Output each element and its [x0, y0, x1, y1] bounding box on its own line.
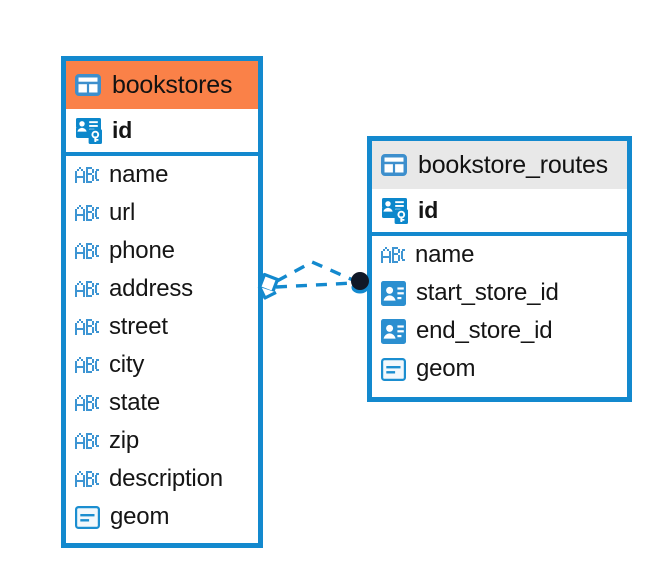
- foreign-key-icon: [381, 280, 406, 306]
- text-type-icon: [381, 247, 405, 263]
- primary-key-icon: [75, 117, 102, 144]
- field-name: address: [109, 275, 193, 302]
- table-icon: [381, 154, 407, 176]
- entity-bookstore-routes[interactable]: bookstore_routes: [367, 136, 632, 402]
- text-type-icon: [75, 243, 99, 259]
- entity-header-bookstores[interactable]: bookstores: [66, 61, 258, 109]
- text-type-icon: [75, 433, 99, 449]
- field-name: geom: [416, 355, 476, 382]
- field-name: geom: [110, 503, 170, 530]
- field-name: city: [109, 351, 145, 378]
- field-name: state: [109, 389, 161, 416]
- entity-title: bookstore_routes: [418, 150, 608, 179]
- entity-header-bookstore-routes[interactable]: bookstore_routes: [372, 141, 627, 189]
- field-row[interactable]: address: [66, 270, 258, 308]
- field-row[interactable]: name: [66, 156, 258, 194]
- field-name: name: [109, 161, 169, 188]
- text-type-icon: [75, 281, 99, 297]
- field-name: end_store_id: [416, 317, 553, 344]
- field-name: id: [112, 117, 133, 143]
- field-name: street: [109, 313, 168, 340]
- primary-key-icon: [381, 197, 408, 224]
- field-list-bookstores: id: [66, 109, 258, 536]
- entity-bookstores[interactable]: bookstores: [61, 56, 263, 548]
- geometry-type-icon: [381, 357, 406, 381]
- field-name: url: [109, 199, 136, 226]
- field-row[interactable]: end_store_id: [372, 312, 627, 350]
- foreign-key-icon: [381, 318, 406, 344]
- entity-title: bookstores: [112, 70, 233, 99]
- relationship-line-upper: [276, 260, 354, 283]
- field-row[interactable]: state: [66, 384, 258, 422]
- field-row[interactable]: description: [66, 460, 258, 498]
- field-name: description: [109, 465, 223, 492]
- field-row[interactable]: url: [66, 194, 258, 232]
- field-row[interactable]: city: [66, 346, 258, 384]
- field-row[interactable]: geom: [372, 350, 627, 388]
- text-type-icon: [75, 357, 99, 373]
- field-name: phone: [109, 237, 175, 264]
- geometry-type-icon: [75, 505, 100, 529]
- field-row[interactable]: id: [66, 109, 258, 156]
- field-list-bookstore-routes: id: [372, 189, 627, 388]
- text-type-icon: [75, 395, 99, 411]
- text-type-icon: [75, 205, 99, 221]
- field-name: start_store_id: [416, 279, 559, 306]
- field-row[interactable]: phone: [66, 232, 258, 270]
- field-row[interactable]: street: [66, 308, 258, 346]
- text-type-icon: [75, 319, 99, 335]
- field-row[interactable]: zip: [66, 422, 258, 460]
- field-row[interactable]: start_store_id: [372, 274, 627, 312]
- table-icon: [75, 74, 101, 96]
- field-row[interactable]: name: [372, 236, 627, 274]
- relationship-line-lower: [275, 281, 355, 289]
- relationship-connector: [257, 260, 369, 300]
- field-name: id: [418, 197, 439, 223]
- text-type-icon: [75, 167, 99, 183]
- text-type-icon: [75, 471, 99, 487]
- field-row[interactable]: geom: [66, 498, 258, 536]
- field-row[interactable]: id: [372, 189, 627, 236]
- field-name: zip: [109, 427, 140, 454]
- field-name: name: [415, 241, 475, 268]
